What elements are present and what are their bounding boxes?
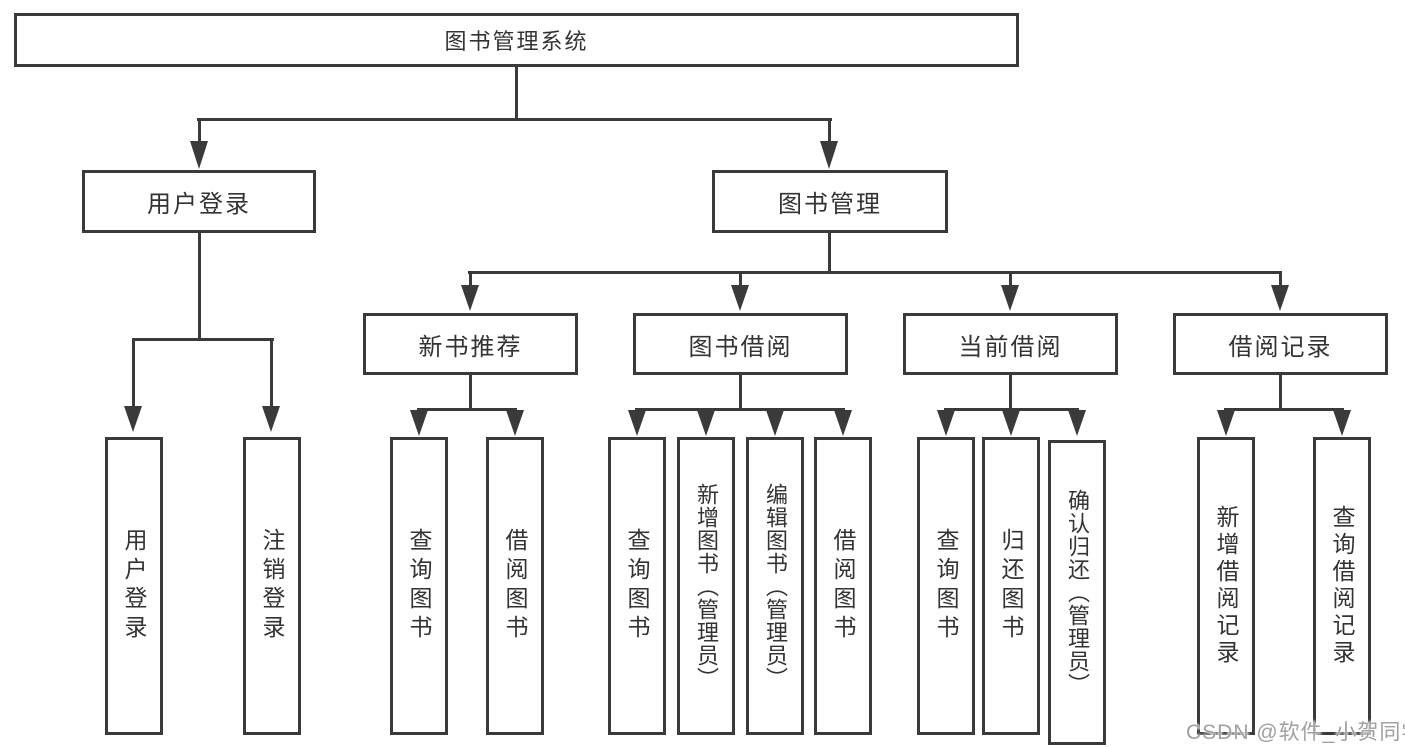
arrow-down-icon [766,410,784,436]
arrow-down-icon [1217,410,1235,436]
connector-drop-user-login [198,118,201,144]
leaf-borrow-books: 借阅图书 [486,437,544,735]
node-user-login: 用户登录 [82,170,316,233]
arrow-down-icon [410,410,428,436]
arrow-down-icon [628,410,646,436]
node-library-management-system: 图书管理系统 [14,13,1019,67]
leaf-add-books-admin: 新增图书（管理员） [677,437,735,735]
leaf-query-books: 查询图书 [917,437,975,735]
arrow-down-icon [697,410,715,436]
connector-book-mgmt-bus [468,271,1282,274]
arrow-down-icon [1002,410,1020,436]
arrow-down-icon [461,285,479,311]
connector-drop-book-mgmt [828,118,831,144]
connector-bus [417,408,517,411]
leaf-logout: 注销登录 [243,437,301,735]
arrow-down-icon [262,406,280,432]
node-new-book-recommend: 新书推荐 [363,313,578,375]
connector-drop-l3 [1279,271,1282,286]
arrow-down-icon [1271,285,1289,311]
connector-stem [739,375,742,411]
node-book-management: 图书管理 [712,170,948,233]
leaf-query-borrow-record: 查询借阅记录 [1313,437,1371,735]
arrow-down-icon [1333,410,1351,436]
connector-drop-l3 [739,271,742,286]
connector-root-bus [197,118,832,121]
arrow-down-icon [731,285,749,311]
connector-bus [635,408,845,411]
connector-drop-leaf [132,338,135,408]
arrow-down-icon [1001,285,1019,311]
connector-drop-leaf [270,338,273,408]
leaf-add-borrow-record: 新增借阅记录 [1197,437,1255,735]
connector-drop-l3 [1009,271,1012,286]
arrow-down-icon [124,406,142,432]
leaf-query-books: 查询图书 [608,437,666,735]
connector-stem [469,375,472,411]
node-book-borrowing: 图书借阅 [633,313,848,375]
node-borrowing-records: 借阅记录 [1173,313,1388,375]
leaf-edit-books-admin: 编辑图书（管理员） [746,437,804,735]
leaf-borrow-books: 借阅图书 [814,437,872,735]
connector-stem [1009,375,1012,411]
arrow-down-icon [506,410,524,436]
connector-root-stem [515,65,518,121]
arrow-down-icon [834,410,852,436]
arrow-down-icon [937,410,955,436]
connector-user-login-stem [198,232,201,341]
connector-drop-l3 [469,271,472,286]
leaf-query-books: 查询图书 [390,437,448,735]
connector-bus [1224,408,1344,411]
connector-book-mgmt-stem [828,232,831,274]
connector-stem [1279,375,1282,411]
leaf-user-login: 用户登录 [105,437,163,735]
arrow-down-icon [190,141,208,169]
connector-user-login-bus [132,338,274,341]
arrow-down-icon [1068,410,1086,436]
csdn-watermark: CSDN @软件_小贺同学 [1186,721,1405,744]
leaf-return-books: 归还图书 [982,437,1040,735]
node-current-borrowing: 当前借阅 [903,313,1118,375]
leaf-confirm-return-admin: 确认归还（管理员） [1048,440,1106,745]
connector-bus [944,408,1079,411]
arrow-down-icon [820,141,838,169]
